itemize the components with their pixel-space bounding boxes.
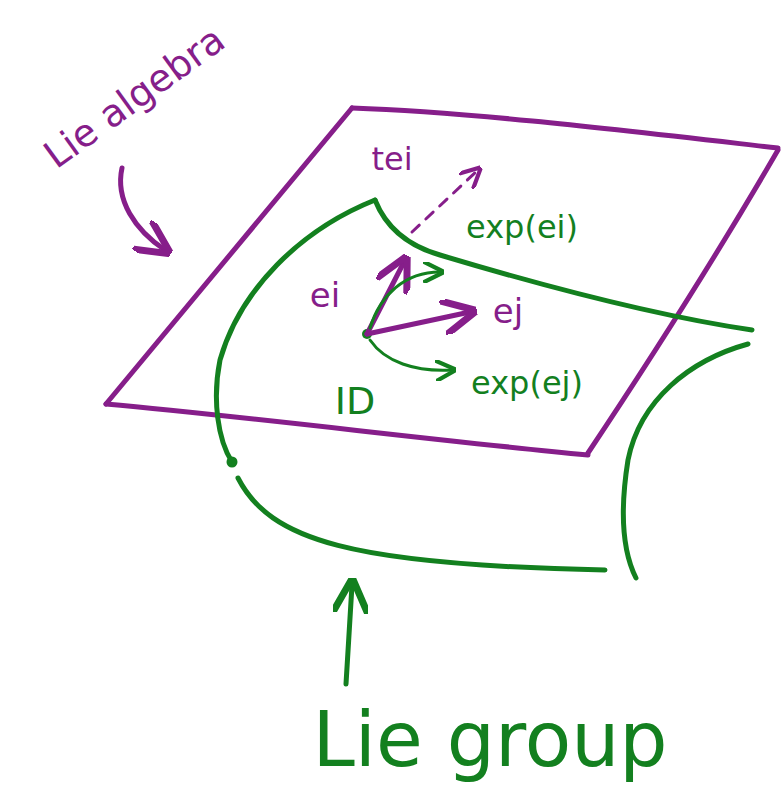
- lie-algebra-plane: [106, 108, 778, 455]
- group-label: Lie algebra: [35, 17, 236, 179]
- group-label: Lie group: [309, 698, 670, 782]
- exp-curve: [370, 272, 440, 328]
- basis-vector: [367, 312, 470, 334]
- leader-arrow: [121, 168, 165, 250]
- lie-group-surface: [216, 200, 752, 578]
- exp-label: exp(ej): [468, 366, 586, 401]
- identity-label: ID: [332, 381, 378, 423]
- leader-arrow: [346, 585, 352, 684]
- vector-label: ej: [490, 293, 526, 330]
- exp-curve: [370, 340, 452, 370]
- vector-label: tei: [368, 142, 415, 177]
- exp-label: exp(ei): [463, 210, 581, 245]
- vector-label: ei: [307, 277, 343, 314]
